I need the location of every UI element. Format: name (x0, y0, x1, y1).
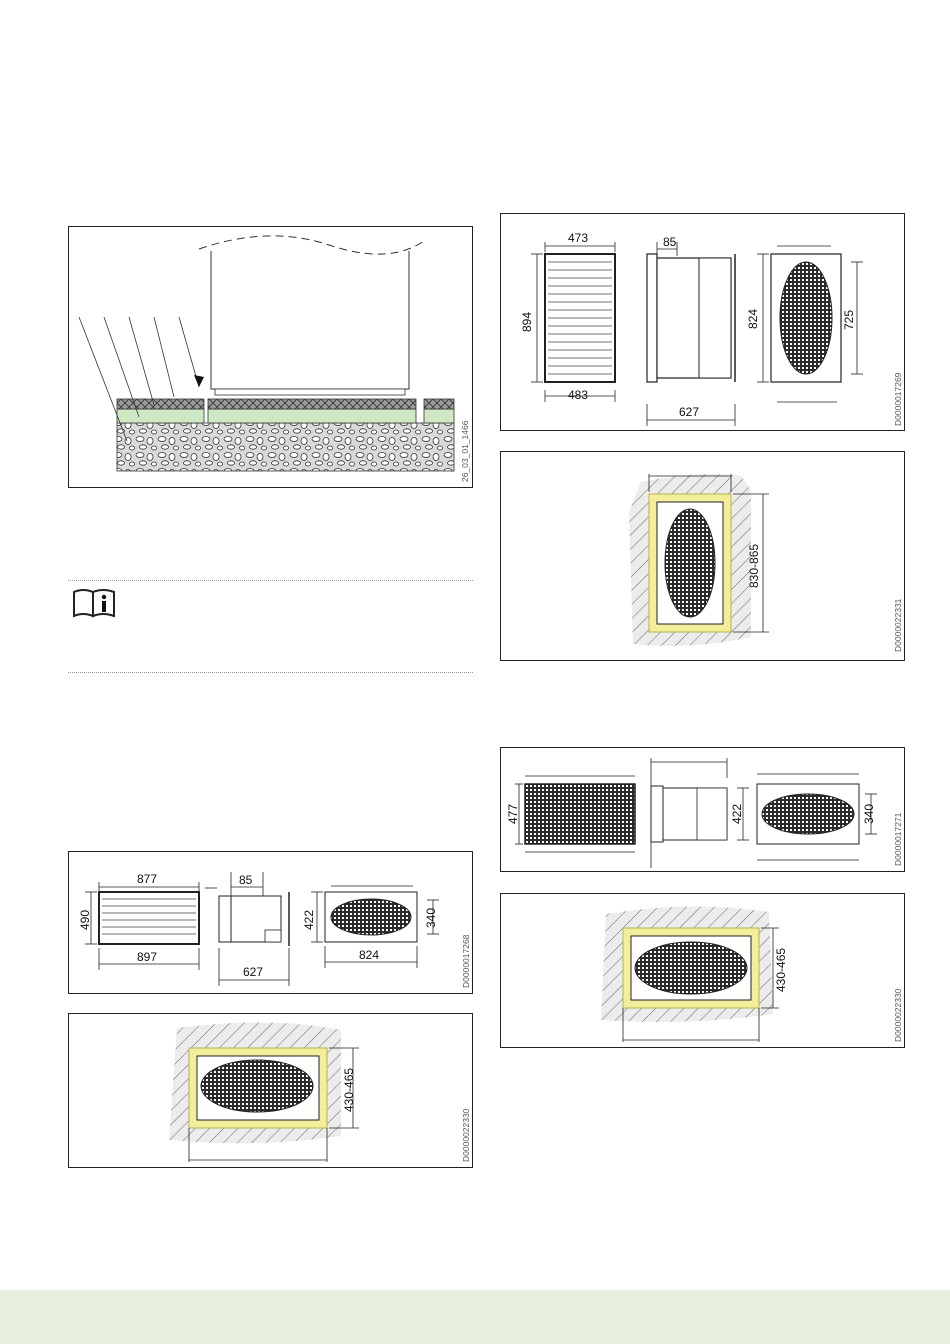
foundation-code: 26_03_01_1466 (460, 420, 470, 482)
horizontal-grille-right-figure: 477 422 340 D0000017271 (500, 747, 905, 872)
horizontal-opening-left-drawing: 430-465 D0000022330 (69, 1014, 474, 1169)
horizontal-opening-left-code: D0000022330 (461, 1108, 471, 1162)
horizontal-opening-right-range: 430-465 (774, 948, 788, 992)
vertical-depth: 627 (679, 405, 699, 419)
horizontal-opening-right-code: D0000022330 (893, 988, 903, 1042)
horizontal-left-height: 490 (78, 910, 92, 930)
horizontal-left-width-bottom: 897 (137, 950, 157, 964)
horizontal-left-height-mid: 422 (302, 910, 316, 930)
horizontal-grille-right-code: D0000017271 (893, 812, 903, 866)
horizontal-grille-left-drawing: 877 897 490 85 627 422 340 824 D00000172… (69, 852, 474, 995)
vertical-grille-drawing: 473 483 894 85 627 824 725 D0000017269 (501, 214, 906, 432)
vertical-grid-height: 725 (842, 310, 856, 330)
horizontal-left-height-right: 340 (424, 908, 438, 928)
vertical-grille-figure: 473 483 894 85 627 824 725 D0000017269 (500, 213, 905, 431)
horizontal-grille-right-drawing: 477 422 340 D0000017271 (501, 748, 906, 873)
foundation-drawing: 26_03_01_1466 (69, 227, 474, 489)
horizontal-left-depth-offset: 85 (239, 873, 253, 887)
vertical-opening-figure: 830-865 D0000022331 (500, 451, 905, 661)
vertical-width-bottom: 483 (568, 388, 588, 402)
vertical-opening-range: 830-865 (747, 544, 761, 588)
horizontal-left-width-top: 877 (137, 872, 157, 886)
vertical-width-top: 473 (568, 231, 588, 245)
vertical-opening-code: D0000022331 (893, 598, 903, 652)
horizontal-right-height-mid: 422 (730, 804, 744, 824)
horizontal-grille-left-figure: 877 897 490 85 627 422 340 824 D00000172… (68, 851, 473, 994)
footer-band (0, 1290, 950, 1344)
horizontal-opening-right-drawing: 430-465 D0000022330 (501, 894, 906, 1049)
vertical-height-right: 824 (746, 309, 760, 329)
vertical-height: 894 (520, 312, 534, 332)
info-divider-bottom (68, 672, 473, 673)
vertical-depth-offset: 85 (663, 235, 677, 249)
horizontal-left-depth: 627 (243, 965, 263, 979)
horizontal-right-height-right: 340 (862, 804, 876, 824)
horizontal-opening-left-range: 430-465 (342, 1068, 356, 1112)
horizontal-right-height-left: 477 (506, 804, 520, 824)
foundation-figure: 26_03_01_1466 (68, 226, 473, 488)
horizontal-grille-left-code: D0000017268 (461, 934, 471, 988)
info-divider-top (68, 580, 473, 581)
info-book-icon (72, 588, 118, 618)
vertical-opening-drawing: 830-865 D0000022331 (501, 452, 906, 662)
horizontal-left-width-right: 824 (359, 948, 379, 962)
vertical-grille-code: D0000017269 (893, 372, 903, 426)
horizontal-opening-left-figure: 430-465 D0000022330 (68, 1013, 473, 1168)
horizontal-opening-right-figure: 430-465 D0000022330 (500, 893, 905, 1048)
